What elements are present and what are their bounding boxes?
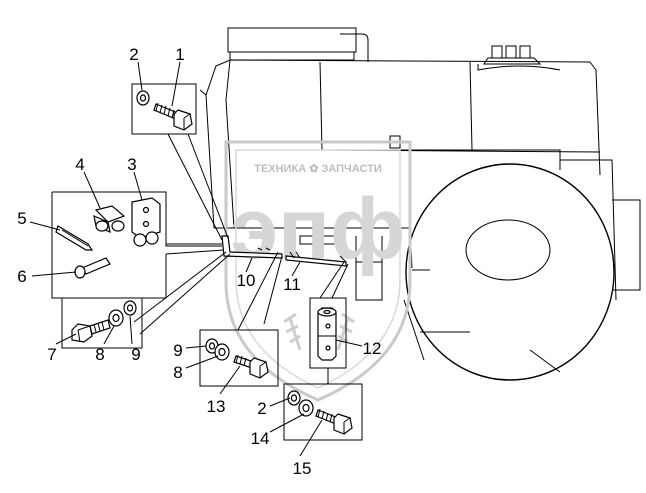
inset-box-1-2	[131, 83, 197, 135]
leader-lines	[133, 133, 349, 384]
callout-1: 1	[175, 45, 184, 64]
callout-2: 2	[129, 45, 138, 64]
inset-box-8-9-13	[199, 329, 279, 387]
callout-4: 4	[75, 155, 84, 174]
callout-10: 10	[237, 271, 256, 290]
inset-box-12	[309, 297, 347, 369]
callout-7: 7	[47, 345, 56, 364]
bracket-11	[285, 251, 347, 267]
inset-box-3-6	[51, 191, 222, 299]
callout-9b: 9	[173, 341, 182, 360]
inset-box-7-9	[61, 297, 143, 349]
callout-14: 14	[251, 429, 270, 448]
callout-3: 3	[127, 155, 136, 174]
callout-13: 13	[207, 397, 226, 416]
callout-12: 12	[363, 339, 382, 358]
callout-2b: 2	[257, 399, 266, 418]
callout-pointers	[29, 61, 363, 457]
watermark-top-text: ТЕХНИКА ✿ ЗАПЧАСТИ	[254, 163, 382, 175]
callout-11: 11	[283, 275, 301, 294]
callout-8a: 8	[95, 345, 104, 364]
inset-box-2-14-15	[283, 383, 363, 441]
callout-15: 15	[293, 459, 312, 478]
bracket-10	[221, 235, 283, 259]
callout-labels: 1 2 3 4 5 6 7 8 9 10 11 12 9 8 13 2 14 1…	[17, 45, 381, 478]
callout-6: 6	[17, 267, 26, 286]
callout-9a: 9	[131, 345, 140, 364]
callout-8b: 8	[173, 363, 182, 382]
callout-5: 5	[17, 209, 26, 228]
